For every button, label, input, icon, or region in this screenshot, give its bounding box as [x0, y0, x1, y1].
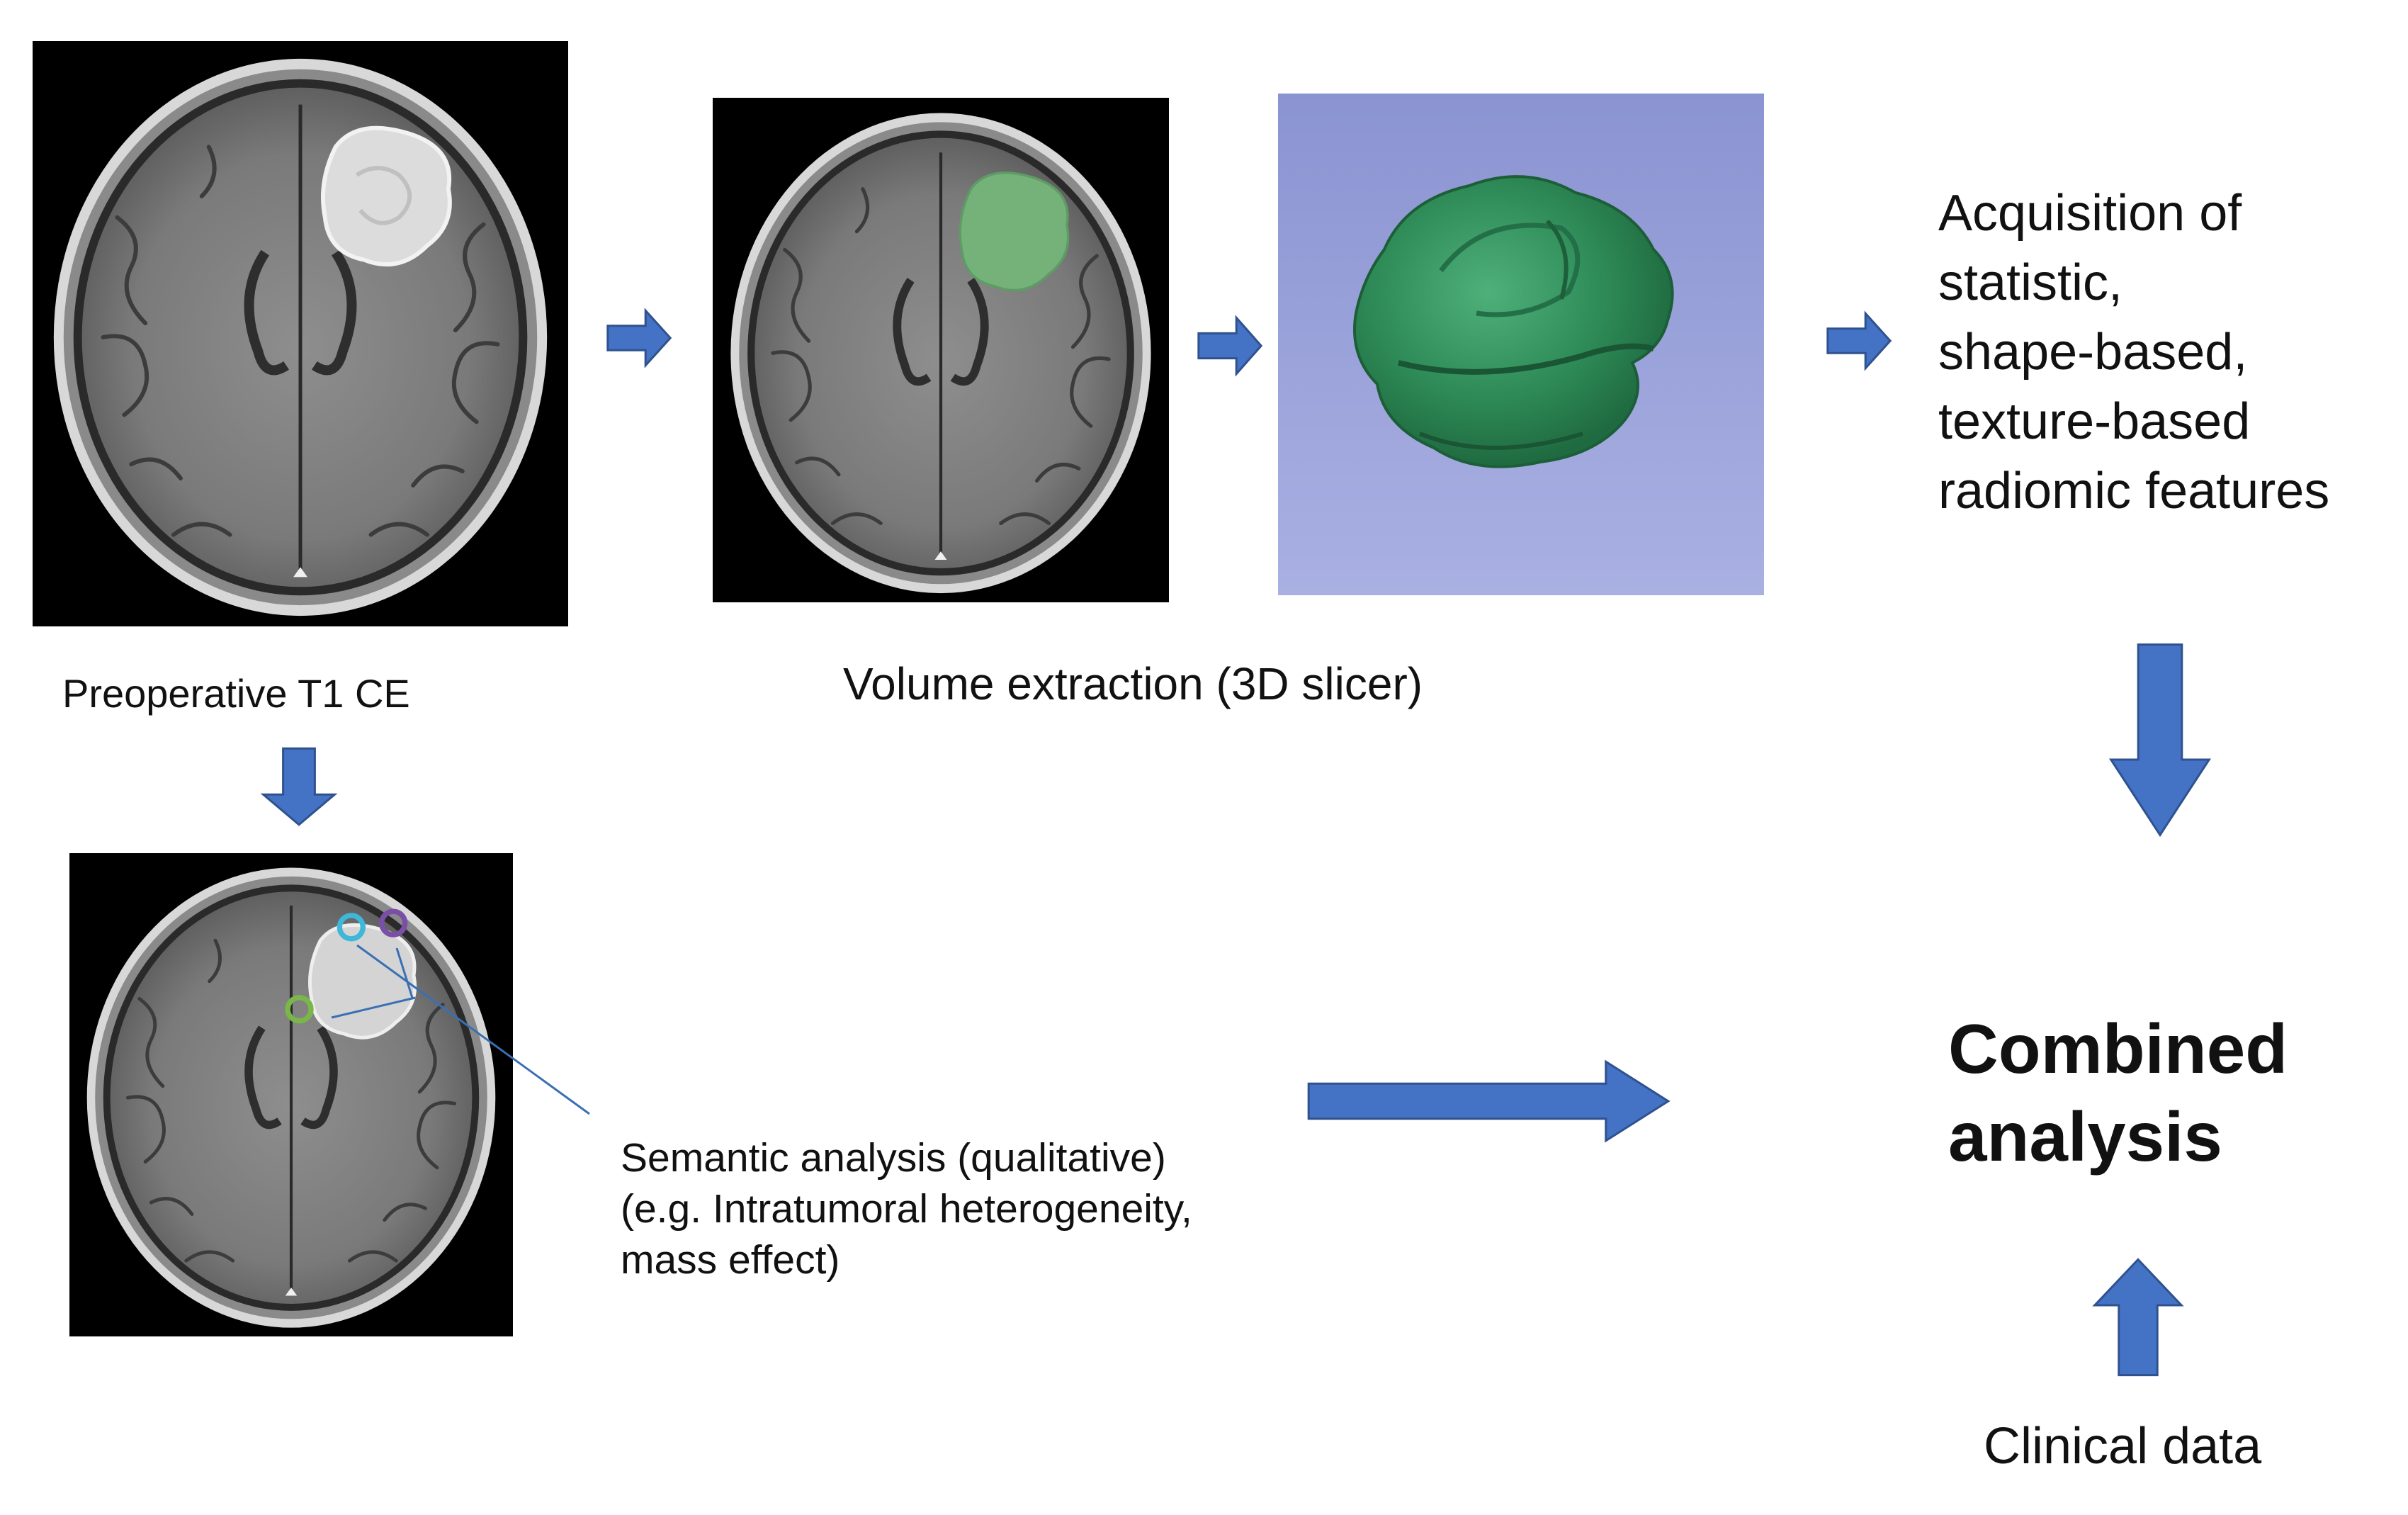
combined-analysis-title: Combined analysis: [1948, 1005, 2288, 1181]
features-line: radiomic features: [1938, 463, 2330, 519]
block-arrow-icon: [2105, 641, 2215, 839]
arrow-up-clinical: [2090, 1257, 2186, 1378]
features-line: Acquisition of: [1938, 185, 2242, 242]
semantic-line: Semantic analysis (qualitative): [621, 1135, 1166, 1181]
block-arrow-icon: [606, 308, 672, 368]
volume-extraction-label: Volume extraction (3D slicer): [843, 658, 1423, 709]
marker-green-icon: [285, 995, 314, 1024]
semantic-line: (e.g. Intratumoral heterogeneity,: [621, 1186, 1192, 1232]
semantic-line: mass effect): [621, 1237, 840, 1283]
block-arrow-icon: [2090, 1257, 2186, 1378]
arrow-right-3: [1826, 310, 1892, 371]
arrow-right-2: [1197, 315, 1262, 377]
features-line: texture-based: [1938, 393, 2251, 450]
features-line: statistic,: [1938, 254, 2123, 311]
arrow-right-1: [606, 308, 672, 368]
mri-semantic-image: [69, 853, 513, 1336]
arrow-down-features: [2105, 641, 2215, 839]
clinical-data-label: Clinical data: [1984, 1418, 2262, 1475]
block-arrow-icon: [1197, 315, 1262, 377]
semantic-analysis-text: Semantic analysis (qualitative) (e.g. In…: [621, 1132, 1192, 1285]
block-arrow-icon: [259, 747, 339, 826]
radiomic-features-text: Acquisition of statistic, shape-based, t…: [1938, 179, 2329, 526]
features-line: shape-based,: [1938, 324, 2248, 381]
marker-cyan-icon: [337, 913, 366, 942]
marker-purple-icon: [378, 908, 408, 937]
combined-line: Combined: [1948, 1010, 2288, 1088]
combined-line: analysis: [1948, 1098, 2222, 1176]
tumor-3d-model-view: [1278, 94, 1764, 595]
arrow-right-semantic: [1305, 1057, 1672, 1145]
mri-preoperative-image: [33, 41, 568, 626]
arrow-down-preop: [259, 747, 339, 826]
block-arrow-icon: [1826, 310, 1892, 371]
mri-segmentation-image: [713, 98, 1169, 602]
block-arrow-icon: [1305, 1057, 1672, 1145]
preoperative-label: Preoperative T1 CE: [62, 671, 410, 716]
